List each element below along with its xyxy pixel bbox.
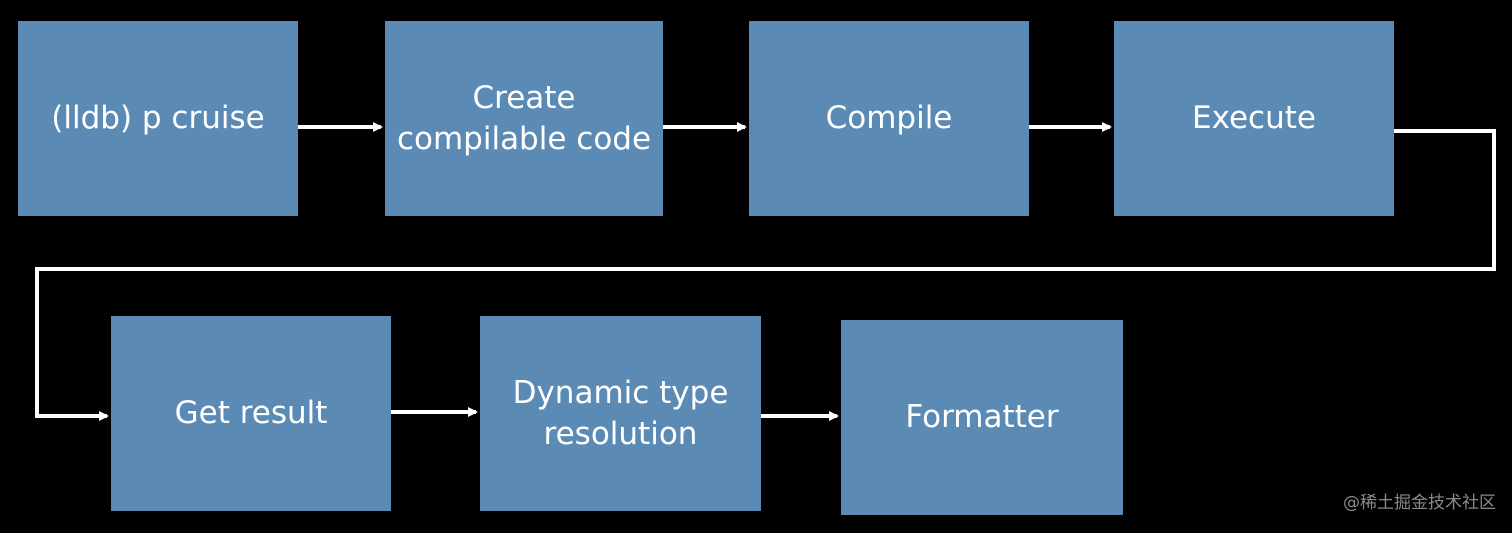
step-execute: Execute bbox=[1114, 21, 1394, 216]
step-formatter: Formatter bbox=[841, 320, 1123, 515]
step-label: Create compilable code bbox=[396, 79, 652, 157]
step-create-compilable-code: Create compilable code bbox=[385, 21, 663, 216]
arrow-execute-to-get-result bbox=[35, 129, 1496, 421]
step-label: (lldb) p cruise bbox=[51, 100, 265, 136]
step-get-result: Get result bbox=[111, 316, 391, 511]
watermark: @稀土掘金技术社区 bbox=[1343, 493, 1496, 513]
step-label: Dynamic type resolution bbox=[512, 374, 729, 452]
step-compile: Compile bbox=[749, 21, 1029, 216]
step-label: Compile bbox=[825, 100, 953, 136]
step-label: Formatter bbox=[905, 399, 1059, 435]
step-lldb-command: (lldb) p cruise bbox=[18, 21, 298, 216]
step-label: Execute bbox=[1192, 100, 1316, 136]
step-dynamic-type-resolution: Dynamic type resolution bbox=[480, 316, 761, 511]
step-label: Get result bbox=[174, 395, 328, 431]
